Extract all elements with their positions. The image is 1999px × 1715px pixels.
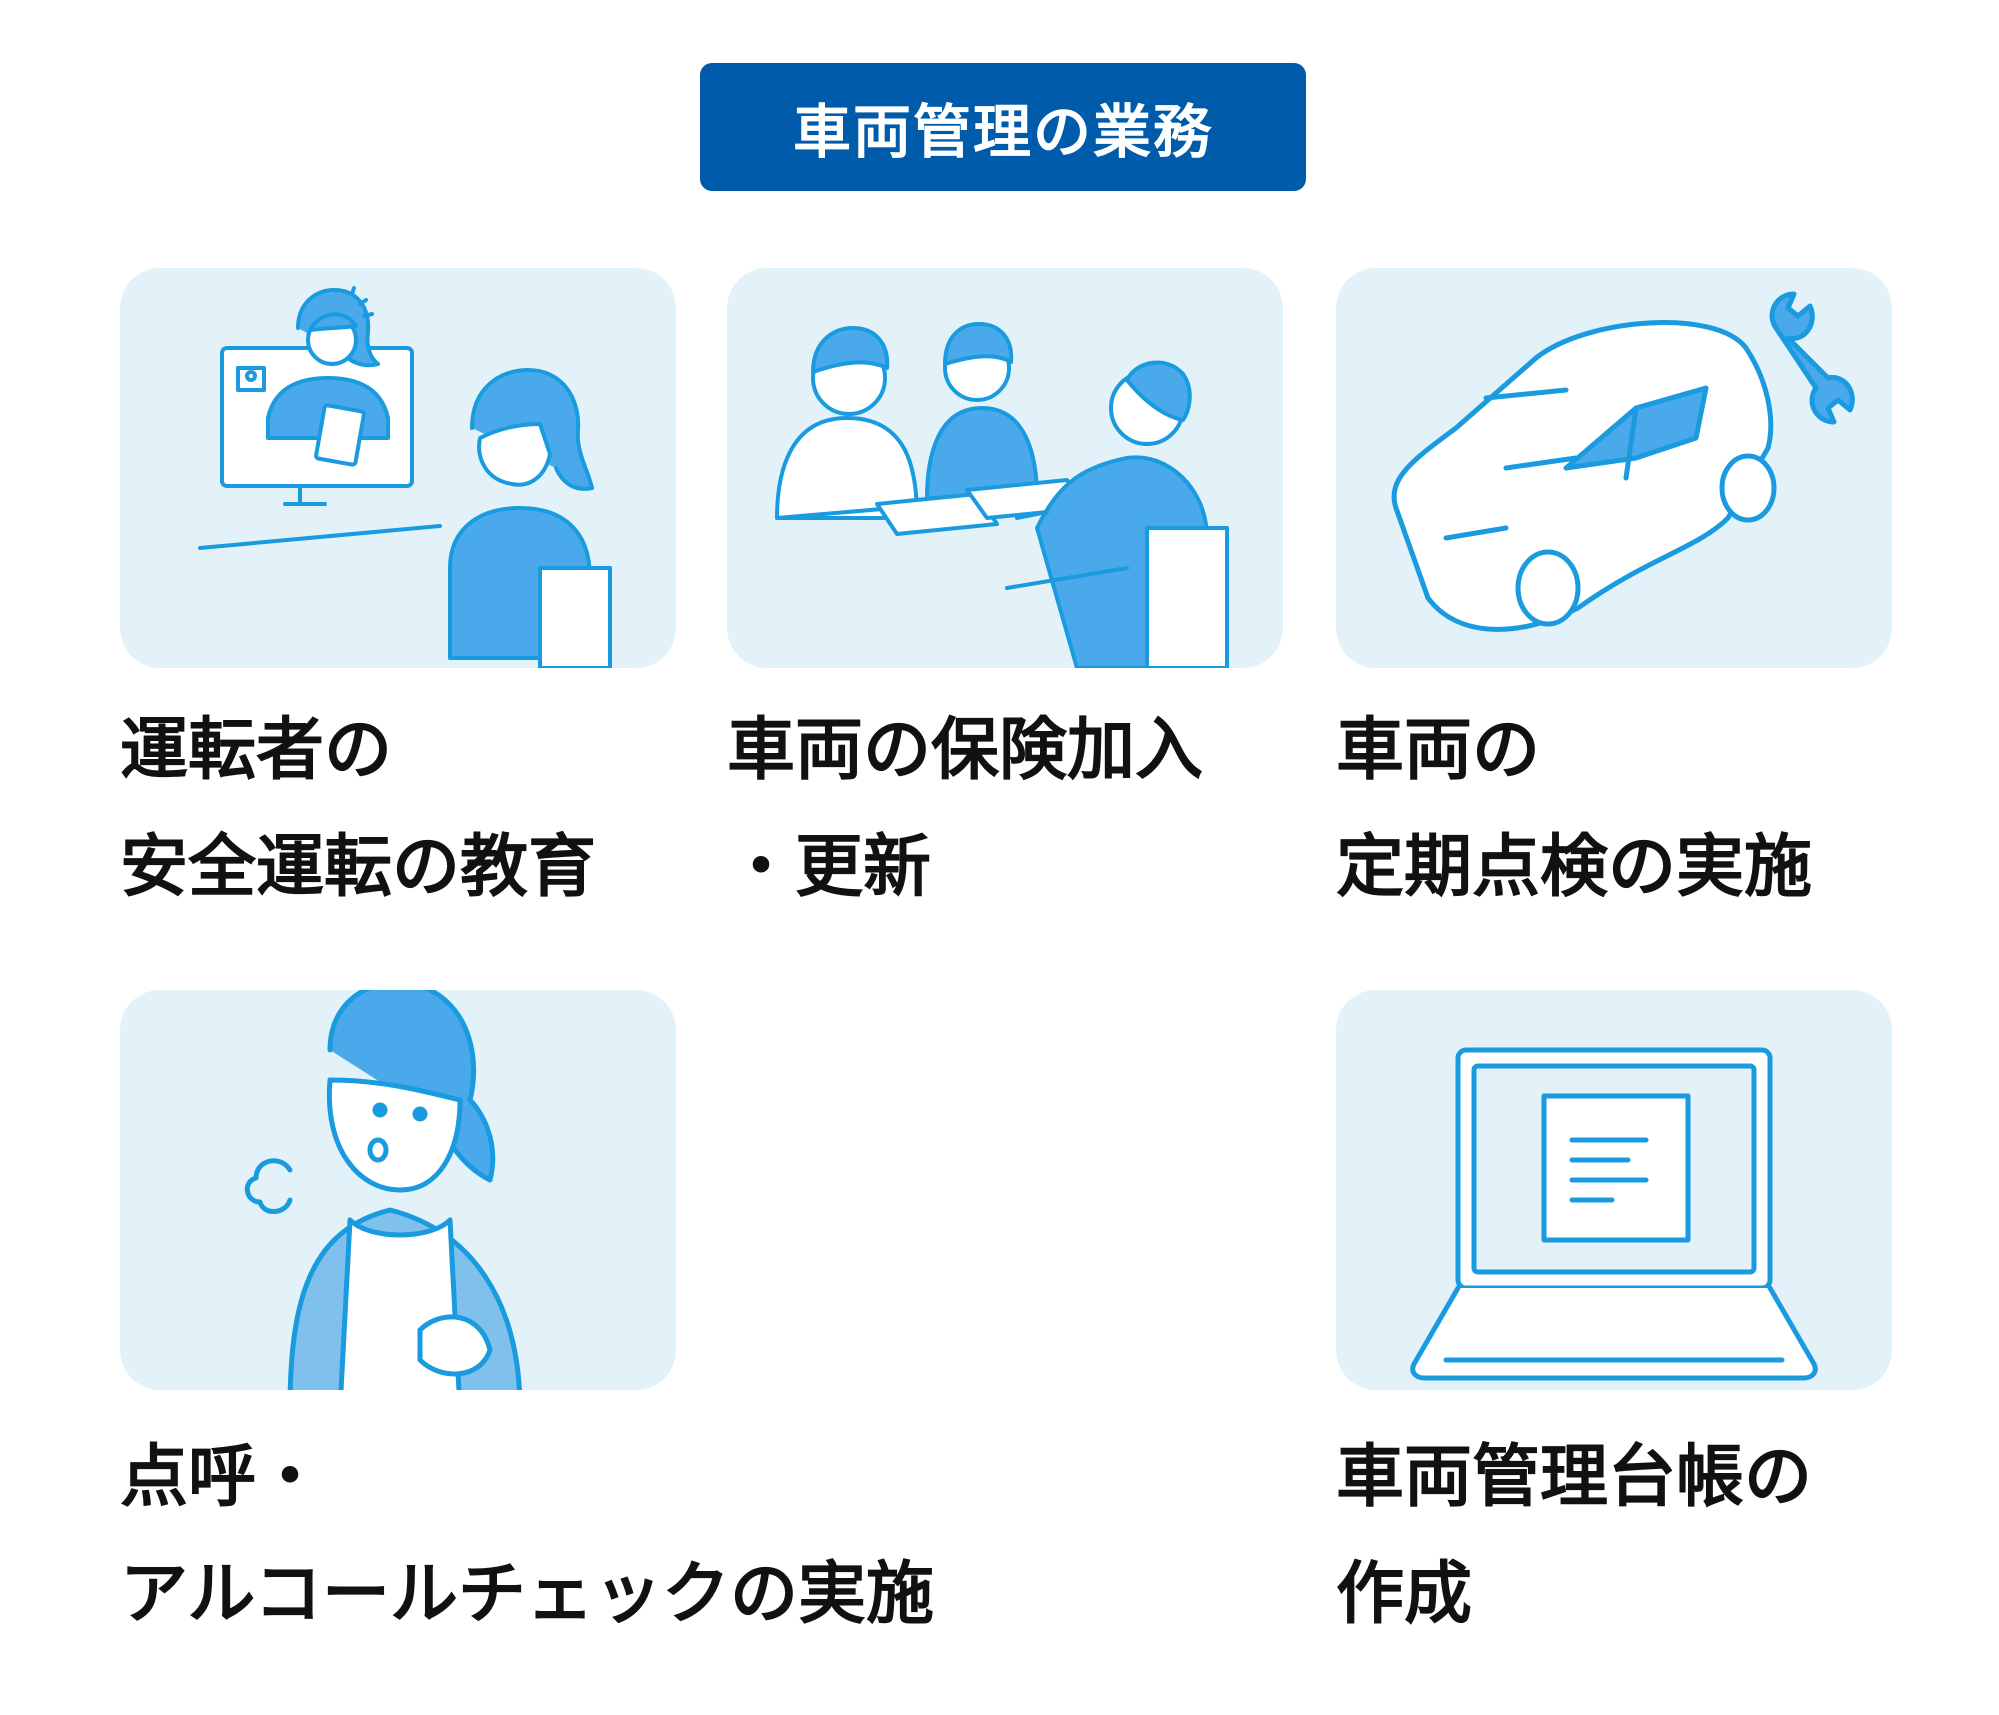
label-safety-training: 運転者の 安全運転の教育	[120, 692, 596, 926]
card-ledger	[1336, 990, 1892, 1390]
card-alcohol-check	[120, 990, 676, 1390]
label-ledger: 車両管理台帳の 作成	[1336, 1419, 1812, 1653]
label-line: 車両の	[1336, 711, 1541, 790]
label-line: アルコールチェックの実施	[120, 1555, 934, 1634]
title-badge: 車両管理の業務	[700, 63, 1306, 191]
label-inspection: 車両の 定期点検の実施	[1336, 692, 1812, 926]
car-maintenance-icon	[1391, 291, 1855, 632]
label-line: 車両管理台帳の	[1336, 1438, 1813, 1517]
label-line: 定期点検の実施	[1336, 828, 1813, 907]
label-line: 安全運転の教育	[120, 828, 597, 907]
label-line: 作成	[1336, 1555, 1473, 1634]
page-title: 車両管理の業務	[792, 98, 1213, 166]
label-line: 点呼・	[120, 1438, 325, 1517]
alcohol-check-icon	[244, 990, 522, 1390]
label-alcohol-check: 点呼・ アルコールチェックの実施	[120, 1419, 934, 1653]
laptop-ledger-icon	[1410, 1047, 1818, 1381]
label-line: 車両の保険加入	[727, 711, 1204, 790]
card-insurance	[727, 268, 1283, 668]
card-inspection	[1336, 268, 1892, 668]
card-safety-training	[120, 268, 676, 668]
label-line: 運転者の	[120, 711, 393, 790]
label-insurance: 車両の保険加入 ・更新	[727, 692, 1203, 926]
insurance-meeting-icon	[775, 322, 1229, 668]
label-line: ・更新	[727, 828, 932, 907]
online-training-icon	[198, 286, 612, 668]
